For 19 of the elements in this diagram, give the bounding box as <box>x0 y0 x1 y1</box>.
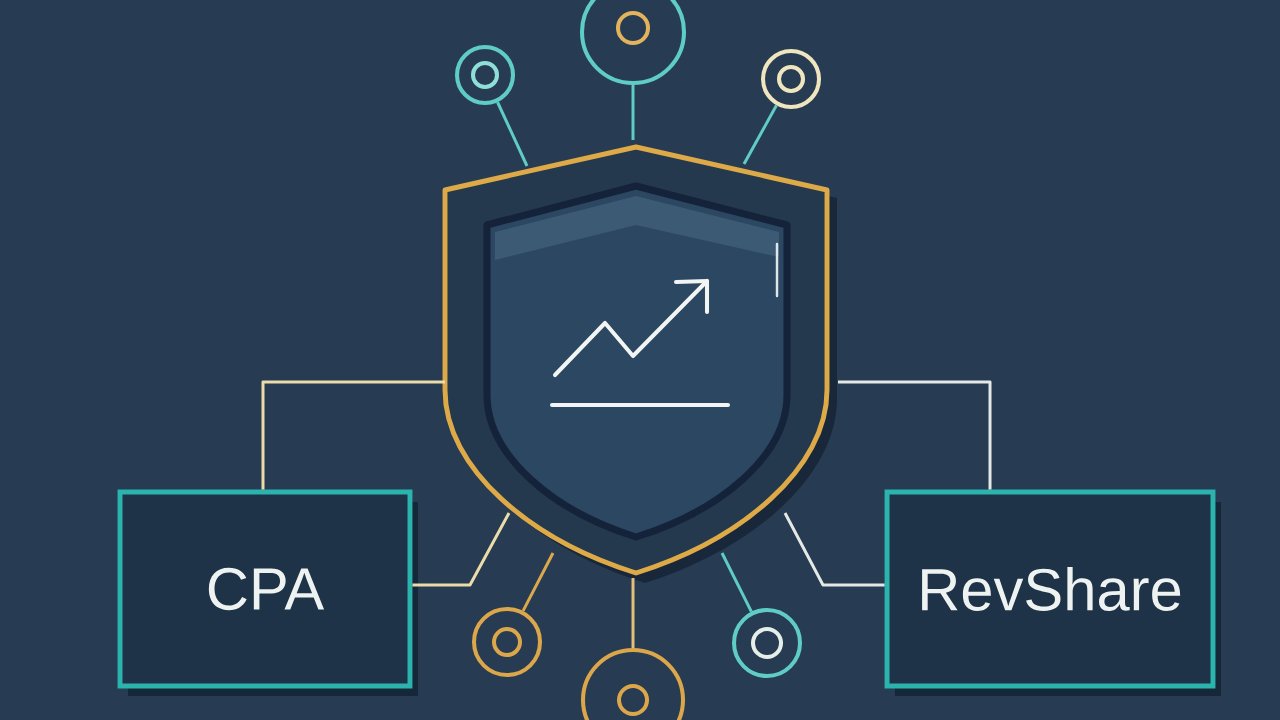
connector-line <box>412 512 511 587</box>
label-box: CPA <box>117 489 418 696</box>
ring-node <box>761 49 822 109</box>
connector-line <box>720 552 753 613</box>
connector-line <box>783 512 885 587</box>
connector-line <box>261 380 445 490</box>
label-box: RevShare <box>884 489 1221 696</box>
connector-line <box>496 101 529 167</box>
shield <box>442 144 837 583</box>
ring-node <box>732 608 803 678</box>
connector-line <box>521 552 555 612</box>
ring-node <box>472 607 542 677</box>
ring-node <box>581 648 685 720</box>
connector-line <box>631 85 635 140</box>
connector-line <box>742 104 778 165</box>
connector-line <box>631 578 635 648</box>
connector-line <box>838 380 992 490</box>
ring-node <box>580 0 686 85</box>
ring-node <box>455 45 516 105</box>
